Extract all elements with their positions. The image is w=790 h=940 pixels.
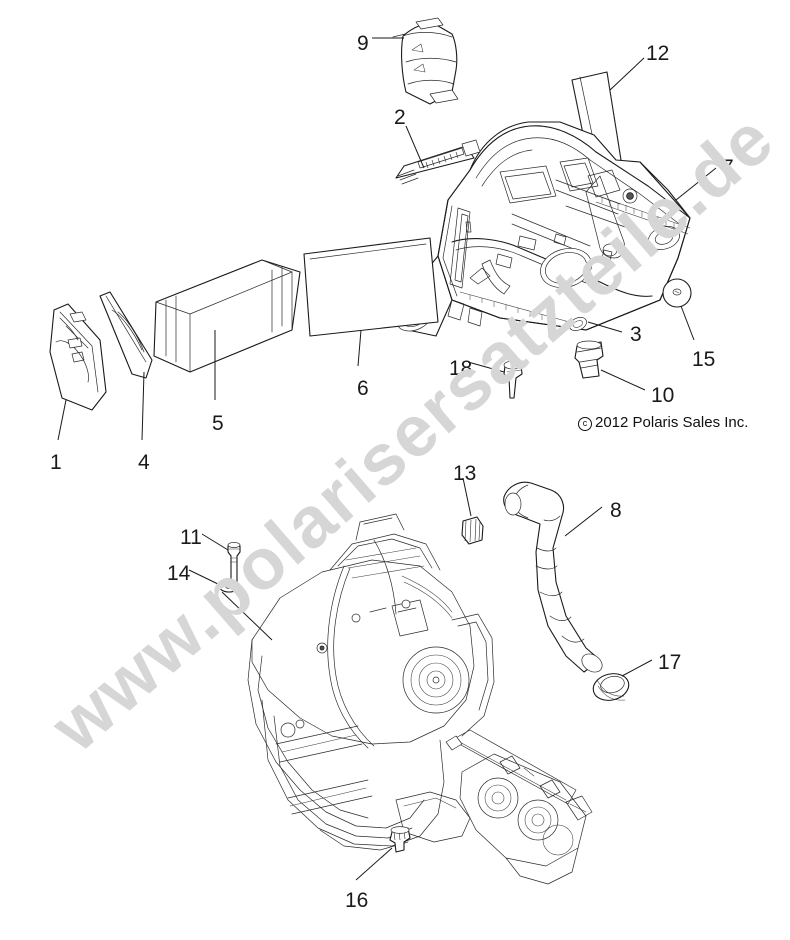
callout-2: 2 (394, 106, 406, 129)
callout-11: 11 (180, 526, 202, 549)
part-7-airbox-housing (396, 121, 691, 337)
part-13-hose-clamp-upper (461, 477, 484, 545)
callout-7: 7 (722, 156, 734, 179)
callout-15: 15 (692, 348, 716, 371)
callout-13: 13 (453, 462, 477, 485)
part-4-seal-strip (99, 291, 153, 441)
callout-17: 17 (658, 651, 682, 674)
part-8-intake-hose (503, 481, 603, 673)
part-10-drain-valve (574, 340, 646, 391)
part-1-air-filter-cover-panel (49, 303, 107, 441)
part-6-filter-panel-plate (303, 237, 439, 367)
part-5-air-filter-element (153, 259, 301, 400)
callout-6: 6 (357, 377, 369, 400)
part-14-flat-washer (188, 569, 273, 641)
callout-16: 16 (345, 889, 369, 912)
part-18-push-rivet-fastener (467, 360, 523, 399)
callout-9: 9 (357, 32, 369, 55)
callout-5: 5 (212, 412, 224, 435)
callout-14: 14 (167, 562, 191, 585)
part-15-rubber-plug-cap (662, 278, 695, 341)
callout-3: 3 (630, 323, 642, 346)
copyright-symbol-icon: c (578, 417, 592, 431)
callout-18: 18 (449, 357, 473, 380)
part-11-mounting-bolt (201, 533, 241, 589)
part-9-intake-duct-scoop (392, 17, 459, 105)
callout-1: 1 (50, 451, 62, 474)
callout-leaders (372, 37, 717, 201)
part-3-grommet-small (569, 317, 623, 333)
part-17-hose-clamp-lower (592, 659, 653, 701)
part-2-filter-clamp-strip (395, 139, 481, 185)
engine-assembly (247, 513, 495, 851)
callout-4: 4 (138, 451, 150, 474)
throttle-body-assembly (445, 729, 593, 885)
callout-12: 12 (646, 42, 670, 65)
callout-10: 10 (651, 384, 675, 407)
part-16-flange-bolt (355, 826, 411, 881)
callout-8: 8 (610, 499, 622, 522)
copyright-text: 2012 Polaris Sales Inc. (595, 414, 749, 431)
